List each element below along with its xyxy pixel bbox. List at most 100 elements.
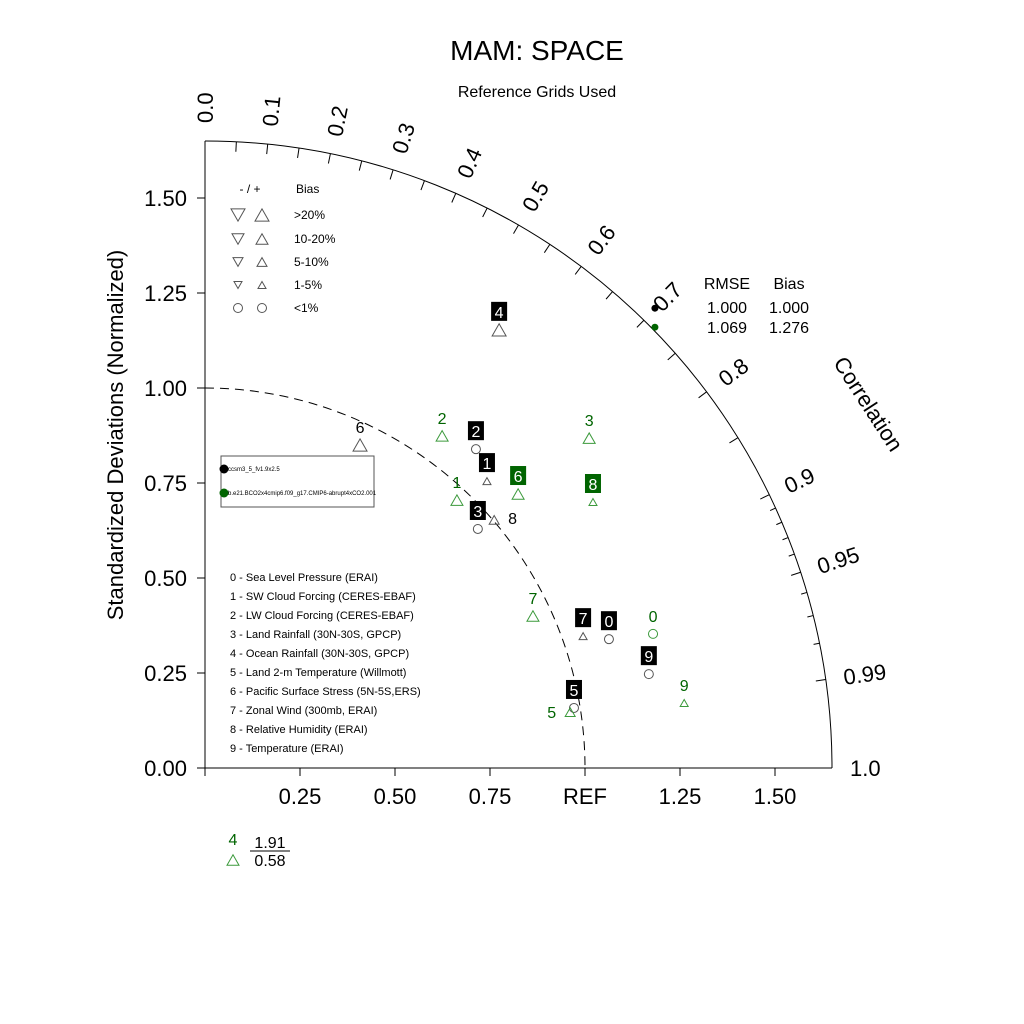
correlation-tick [667, 352, 676, 361]
data-point-label-box [584, 474, 601, 493]
outlier-marker [226, 853, 240, 866]
y-tick-label: 1.25 [144, 281, 187, 306]
bias-legend-label: >20% [294, 208, 325, 222]
correlation-label: 0.1 [258, 95, 286, 128]
correlation-tick [358, 160, 363, 171]
y-tick-label: 1.00 [144, 376, 187, 401]
data-point-marker [470, 444, 481, 455]
bias-legend-circle [233, 303, 243, 313]
model-legend-box [220, 455, 375, 508]
data-point-marker [588, 497, 598, 506]
correlation-label: 0.3 [387, 120, 420, 157]
chart-title: MAM: SPACE [450, 35, 624, 66]
data-point-marker [643, 669, 654, 680]
data-point-label: 0 [604, 614, 613, 631]
correlation-tick [297, 148, 300, 159]
data-point-label: 2 [471, 424, 480, 441]
data-point-label: 1 [452, 475, 461, 492]
correlation-label: 0.0 [193, 92, 218, 123]
model-legend-dot [219, 488, 229, 498]
data-point-marker [679, 698, 690, 707]
y-tick-label: 0.25 [144, 661, 187, 686]
data-point-label: 5 [547, 705, 556, 722]
correlation-axis-label: Correlation [829, 352, 909, 456]
y-tick-label: 1.50 [144, 186, 187, 211]
correlation-tick [235, 141, 237, 152]
x-tick-label: 0.50 [374, 784, 417, 809]
data-point-label-box [600, 611, 617, 631]
correlation-tick [543, 244, 551, 253]
data-point-marker [564, 706, 577, 717]
y-tick-label: 0.00 [144, 756, 187, 781]
correlation-tick [482, 207, 488, 218]
bias-legend-up-triangle-icon [256, 256, 268, 267]
data-point-marker [488, 514, 501, 525]
correlation-label: 0.95 [814, 542, 862, 579]
variable-legend-item: 0 - Sea Level Pressure (ERAI) [230, 572, 378, 584]
data-point-label: 6 [514, 469, 523, 486]
data-point-label-box [510, 466, 527, 486]
data-point-marker [578, 631, 588, 641]
data-point-marker [603, 634, 614, 645]
model-legend-dot [219, 464, 229, 474]
data-point-label-box [491, 301, 508, 321]
x-tick-label: 1.50 [754, 784, 797, 809]
correlation-label: 0.8 [714, 353, 753, 391]
model-legend-name: b.e21.BCO2x4cmip6.f09_g17.CMIP6-abrupt4x… [228, 491, 377, 497]
correlation-tick [813, 642, 820, 645]
bias-legend-up-triangle-icon [257, 280, 267, 289]
correlation-tick [790, 571, 801, 576]
outlier-corr-value: 0.58 [254, 853, 285, 870]
correlation-tick [698, 391, 707, 399]
summary-header-rmse: RMSE [704, 276, 750, 293]
data-point-label: 6 [356, 420, 365, 437]
data-point-label: 1 [483, 456, 492, 473]
correlation-tick [801, 591, 808, 595]
bias-legend-down-triangle-icon [232, 257, 244, 268]
correlation-tick [266, 144, 269, 155]
bias-legend-header: Bias [296, 182, 319, 196]
x-tick-label: REF [563, 784, 607, 809]
model-summary-dot [651, 323, 659, 331]
correlation-tick [605, 291, 613, 300]
data-point-label: 7 [528, 591, 537, 608]
data-point-label-box [478, 453, 495, 473]
bias-legend-down-triangle-icon [230, 208, 246, 223]
correlation-tick [451, 193, 457, 203]
bias-legend-down-triangle-icon [231, 233, 245, 246]
data-point-label: 9 [680, 678, 689, 695]
correlation-label: 0.6 [582, 220, 620, 259]
data-point-label-box [575, 608, 592, 628]
correlation-tick [807, 615, 814, 618]
correlation-label: 0.99 [842, 659, 888, 690]
variable-legend-item: 6 - Pacific Surface Stress (5N-5S,ERS) [230, 686, 421, 698]
data-point-marker [568, 702, 579, 713]
y-axis-label: Standardized Deviations (Normalized) [103, 250, 128, 621]
bias-legend-up-triangle-icon [255, 232, 269, 245]
x-tick-label: 1.25 [659, 784, 702, 809]
data-point-marker [582, 431, 597, 444]
summary-header-bias: Bias [773, 276, 804, 293]
correlation-tick [513, 224, 519, 234]
data-point-label: 7 [579, 611, 588, 628]
data-point-label: 5 [570, 683, 579, 700]
variable-legend-item: 9 - Temperature (ERAI) [230, 743, 344, 755]
variable-legend-item: 2 - LW Cloud Forcing (CERES-EBAF) [230, 610, 414, 622]
correlation-tick [420, 180, 425, 191]
data-point-label-box [467, 421, 484, 441]
data-point-label: 8 [589, 477, 598, 494]
correlation-tick [776, 521, 783, 526]
summary-bias-value: 1.276 [769, 320, 809, 337]
correlation-tick [769, 507, 776, 511]
outlier-label: 4 [229, 832, 238, 849]
correlation-label: 0.9 [780, 463, 818, 499]
data-point-marker [482, 476, 492, 486]
data-point-marker [352, 437, 368, 452]
data-point-label: 3 [585, 413, 594, 430]
variable-legend-item: 8 - Relative Humidity (ERAI) [230, 724, 368, 736]
y-tick-label: 0.75 [144, 471, 187, 496]
correlation-tick [815, 679, 826, 682]
correlation-tick [389, 169, 394, 180]
correlation-tick [327, 153, 331, 164]
